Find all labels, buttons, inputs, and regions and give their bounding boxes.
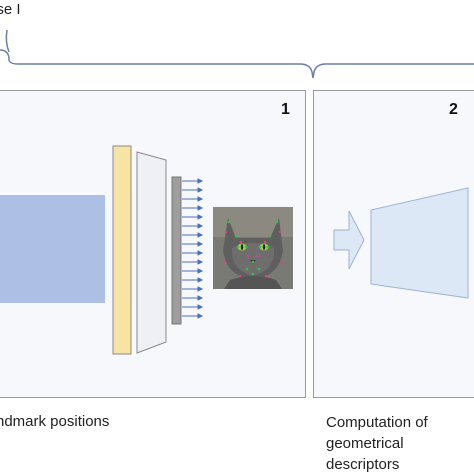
block-arrow: [333, 210, 365, 270]
output-arrows: [182, 178, 204, 319]
phase-label: ase I: [0, 1, 21, 18]
input-image-block: [0, 195, 105, 303]
network-layer-white: [136, 151, 167, 354]
phase-brace: [0, 49, 474, 79]
caption-landmark-positions: ndmark positions: [0, 413, 110, 430]
network-layer-gray: [171, 176, 182, 325]
phase-brace-tick: [5, 29, 10, 53]
panel-number-2: 2: [449, 101, 458, 118]
cat-face-image: [213, 207, 293, 289]
landmark-points: [222, 220, 284, 278]
panel-number-1: 1: [281, 101, 290, 118]
caption-geometrical-descriptors: Computation of geometrical descriptors: [326, 414, 428, 473]
network-layer-yellow: [112, 145, 132, 355]
descriptor-shape: [370, 187, 469, 299]
